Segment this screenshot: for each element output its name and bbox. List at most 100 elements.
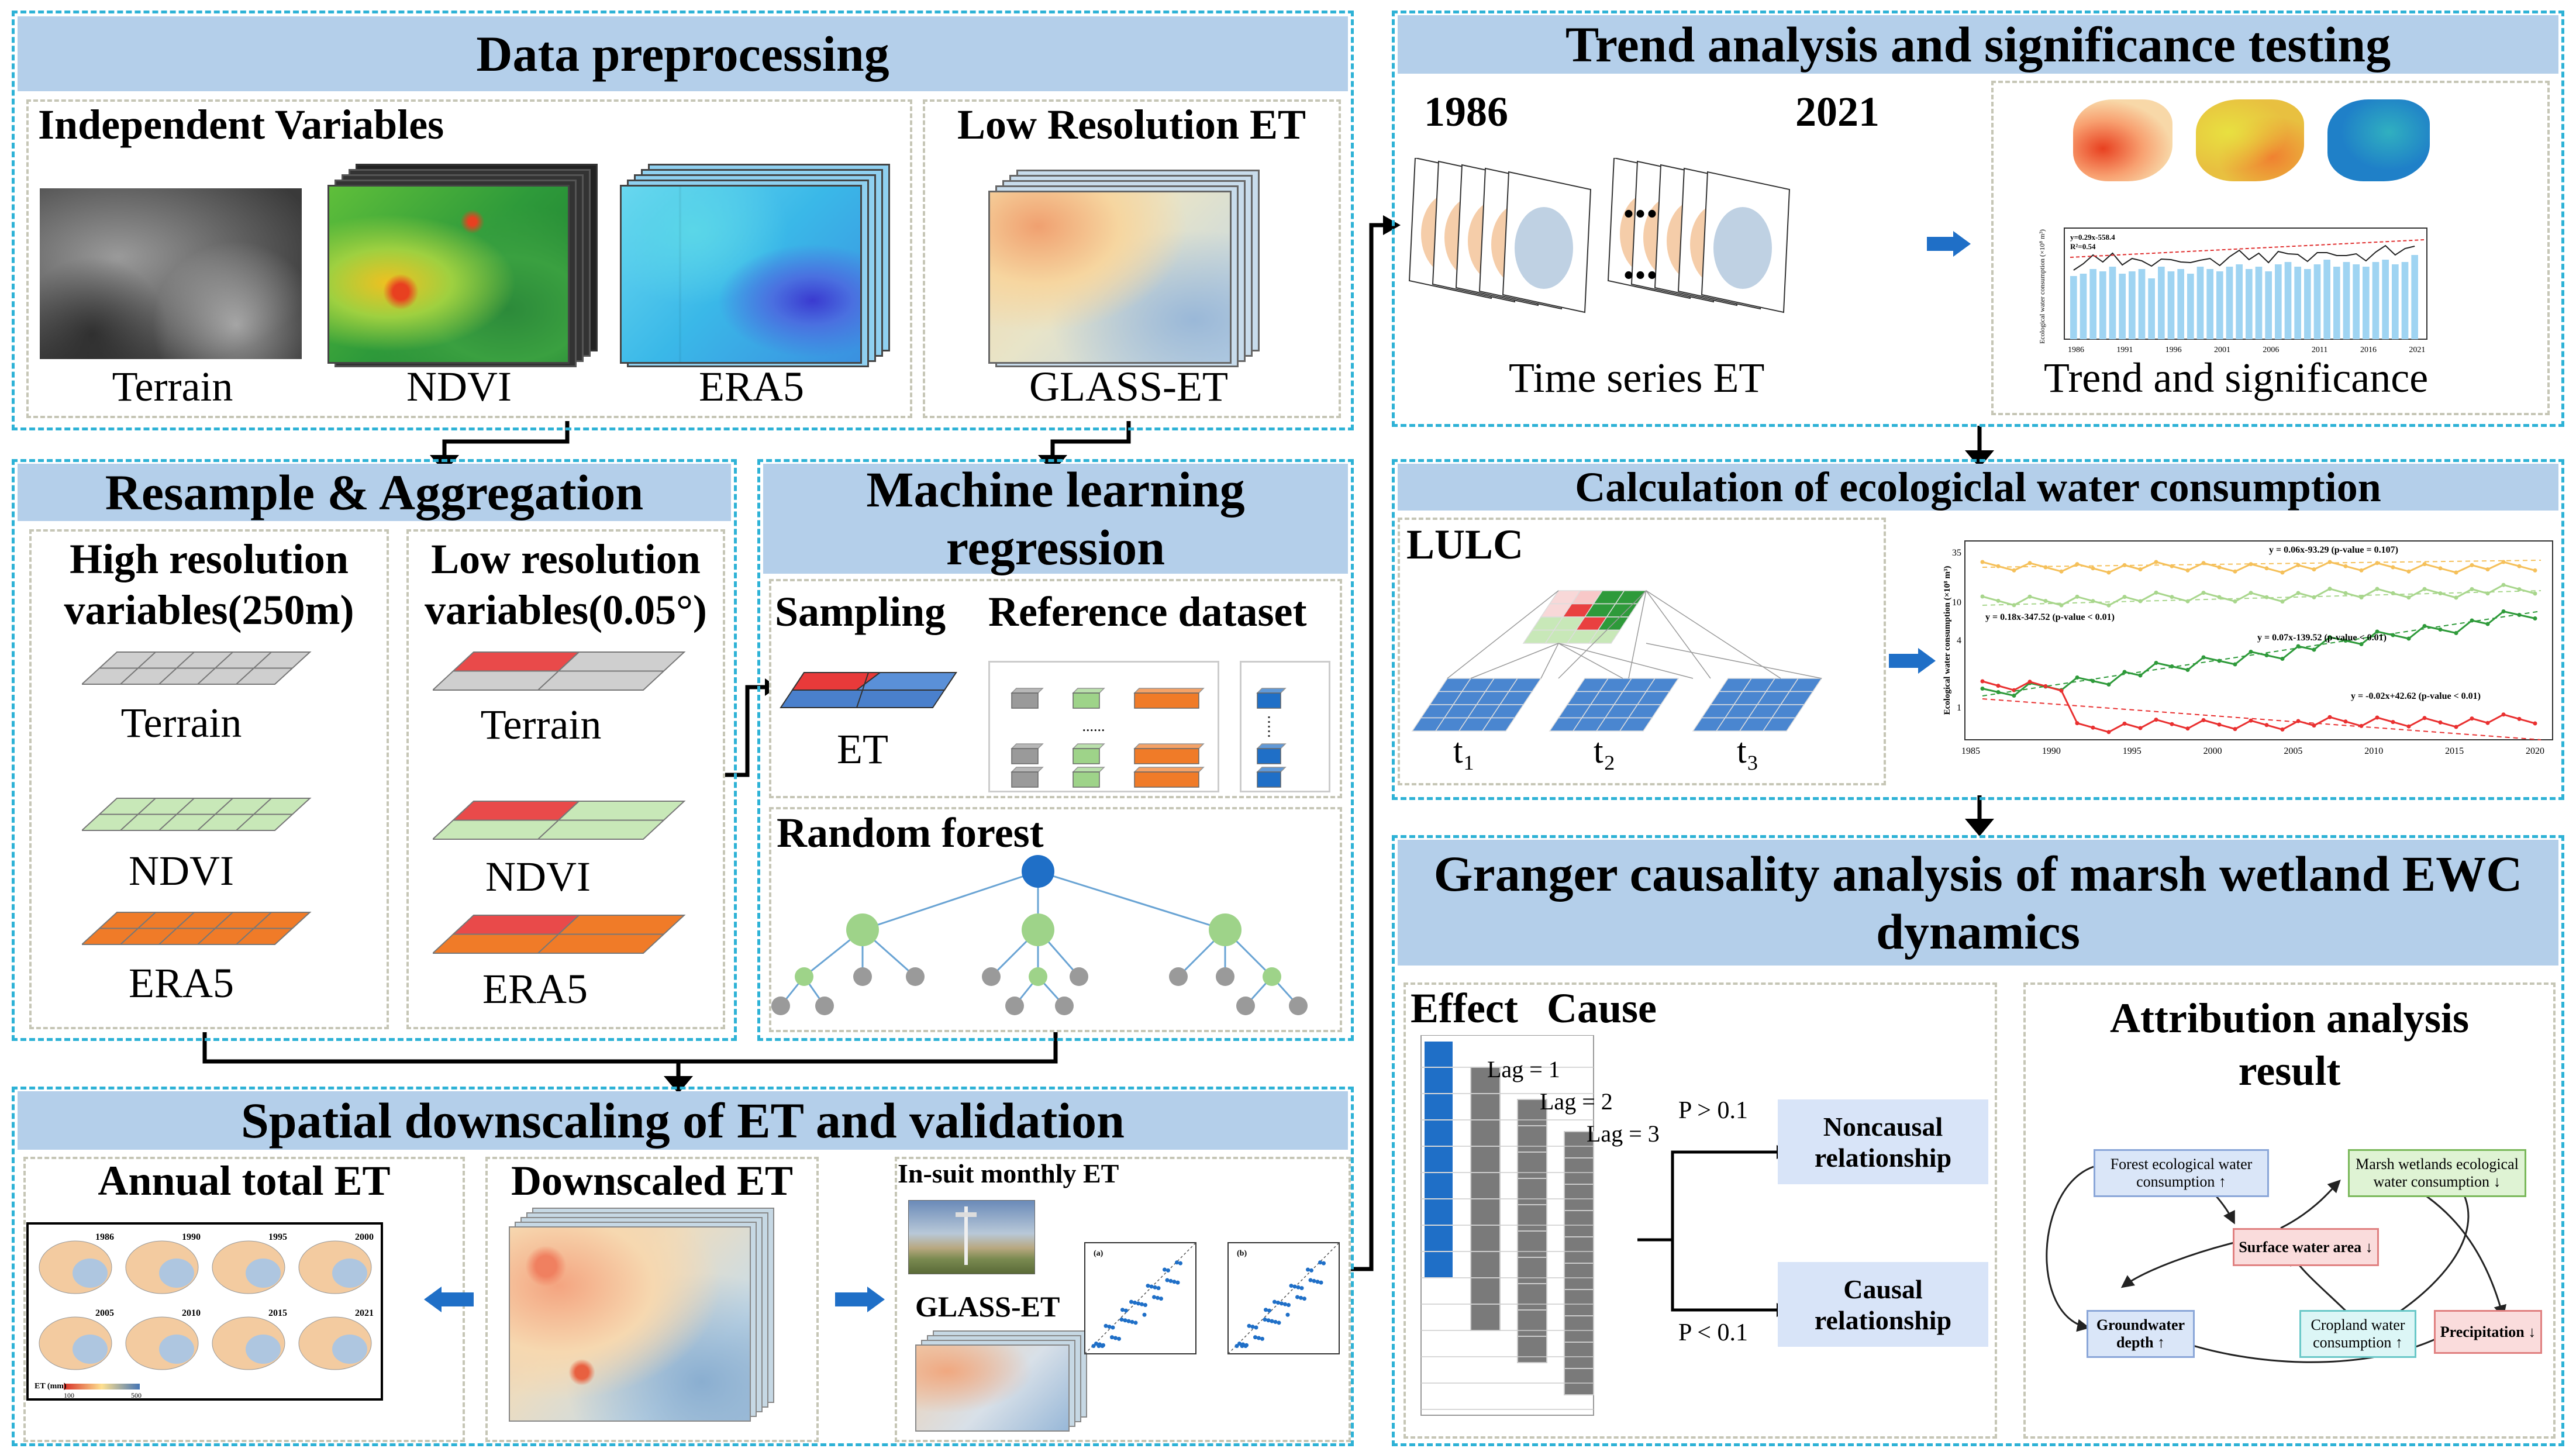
reference-cube	[1011, 748, 1039, 764]
insitu-monthly-title: In-suit monthly ET	[898, 1159, 1119, 1188]
trend-bar	[2109, 267, 2116, 339]
scatter-point	[1124, 1308, 1128, 1313]
cause-cell	[1470, 1198, 1501, 1226]
ml-title: Machine learning regression	[763, 461, 1348, 575]
cause-cell	[1564, 1368, 1594, 1395]
reference-dots: ......	[1082, 718, 1105, 735]
terrain-label: Terrain	[112, 363, 233, 410]
validation-scatter-plots: (a)(b)	[1084, 1242, 1340, 1354]
trend-panel	[1392, 11, 2564, 427]
reference-cube	[1073, 771, 1100, 788]
cause-cell	[1564, 1236, 1594, 1264]
sampling-title: Sampling	[775, 588, 946, 635]
scatter-point	[1260, 1336, 1264, 1341]
scatter-point	[1159, 1297, 1163, 1301]
lulc-grid-t1	[1481, 717, 1516, 732]
lulc-link	[1470, 643, 1559, 679]
ewc-series-cropland	[1982, 584, 2536, 606]
downscaling-title: Spatial downscaling of ET and validation	[18, 1091, 1348, 1150]
ewc-fit-marsh	[1982, 698, 2541, 740]
reference-cube	[1134, 748, 1199, 764]
low-res-grids	[433, 651, 686, 954]
effect-cell	[1423, 1198, 1454, 1226]
trend-bar	[2089, 269, 2096, 339]
granger-test-box	[1403, 982, 1997, 1439]
effect-cell	[1423, 1172, 1454, 1199]
scatter-point	[1253, 1335, 1257, 1340]
scatter-point	[1254, 1325, 1258, 1330]
attribution-title-line2: result	[2238, 1047, 2341, 1094]
scatter-point	[1289, 1284, 1294, 1288]
data-preprocessing-panel	[12, 11, 1354, 430]
right-blue-arrow	[867, 1287, 885, 1312]
lag2-label: Lag = 2	[1540, 1088, 1613, 1115]
trend-bar	[2382, 260, 2389, 339]
data-preprocessing-title: Data preprocessing	[18, 16, 1348, 91]
ewc-eq2: y = 0.18x-347.52 (p-value < 0.01)	[1985, 612, 2115, 622]
scatter-point	[1130, 1319, 1134, 1324]
low-res-terrain-label: Terrain	[480, 701, 602, 748]
scatter-point	[1276, 1300, 1280, 1305]
causal-line1: Causal	[1843, 1274, 1923, 1304]
cause-label: Cause	[1547, 985, 1657, 1032]
terrain-image	[40, 188, 302, 359]
scatter-point	[1287, 1303, 1291, 1308]
scatter-point	[1100, 1344, 1105, 1349]
effect-cell	[1423, 1067, 1454, 1094]
trend-bar	[2246, 269, 2253, 339]
annual-map-year: 1986	[95, 1232, 114, 1242]
cause-cell	[1470, 1225, 1501, 1252]
scatter-point	[1175, 1280, 1180, 1285]
trend-bar	[2304, 269, 2311, 339]
ellipsis-top: ...	[1623, 176, 1658, 227]
downscaled-et-title: Downscaled ET	[511, 1157, 794, 1204]
high-res-title-line2: variables(250m)	[64, 587, 354, 633]
ewc-x-tick: 2015	[2445, 746, 2464, 756]
et-legend-max: 500	[131, 1391, 142, 1398]
cause-cell	[1470, 1277, 1501, 1305]
scatter-point	[1168, 1278, 1173, 1283]
validation-glass-stack	[915, 1330, 1091, 1432]
scatter-point	[1250, 1325, 1255, 1329]
sampling-et-label: ET	[837, 726, 888, 773]
scatter-point	[1096, 1344, 1101, 1349]
cropland-node: Cropland water consumption ↑	[2299, 1310, 2416, 1358]
scatter-point	[1319, 1280, 1323, 1285]
noncausal-box: Noncausal relationship	[1778, 1099, 1988, 1184]
low-res-title-line1: Low resolution	[431, 536, 701, 582]
time-series-maps	[1408, 158, 1791, 313]
scatter-point	[1178, 1261, 1182, 1266]
annual-map-year: 2000	[355, 1232, 374, 1242]
scatter-point	[1243, 1344, 1248, 1349]
scatter-point	[1094, 1342, 1098, 1346]
trend-bar	[2313, 264, 2321, 339]
scatter-point	[1237, 1342, 1242, 1346]
lag1-label: Lag = 1	[1487, 1056, 1560, 1082]
scatter-point	[1091, 1344, 1096, 1349]
trend-line	[2073, 244, 2415, 271]
ewc-x-tick: 1995	[2123, 746, 2142, 756]
trend-bar	[2323, 260, 2330, 339]
attribution-title-line1: Attribution analysis	[2109, 995, 2470, 1042]
ewc-eq3: y = 0.07x-139.52 (p-value < 0.01)	[2257, 633, 2387, 643]
scatter-point	[1299, 1286, 1304, 1291]
ewc-eq4: y = -0.02x+42.62 (p-value < 0.01)	[2351, 691, 2481, 701]
t2-label: t₂	[1594, 732, 1616, 770]
lulc-link	[1447, 590, 1559, 679]
ewc-x-tick: 1985	[1961, 746, 1980, 756]
annual-map-year: 2010	[182, 1308, 201, 1318]
ewc-series-forest	[1982, 561, 2536, 574]
ewc-fit-forest	[1982, 560, 2541, 568]
annual-map-year: 1990	[182, 1232, 201, 1242]
low-resolution-et-title: Low Resolution ET	[957, 101, 1306, 148]
trend-bar	[2138, 269, 2146, 339]
cause-cell	[1564, 1131, 1594, 1159]
scatter-point	[1103, 1323, 1108, 1328]
scatter-point	[1309, 1268, 1313, 1273]
sampling-et-grid	[780, 672, 957, 708]
ewc-title: Calculation of ecologiclal water consump…	[1398, 464, 2558, 511]
lulc-link	[1558, 643, 1694, 679]
trend-bar	[2099, 271, 2106, 339]
